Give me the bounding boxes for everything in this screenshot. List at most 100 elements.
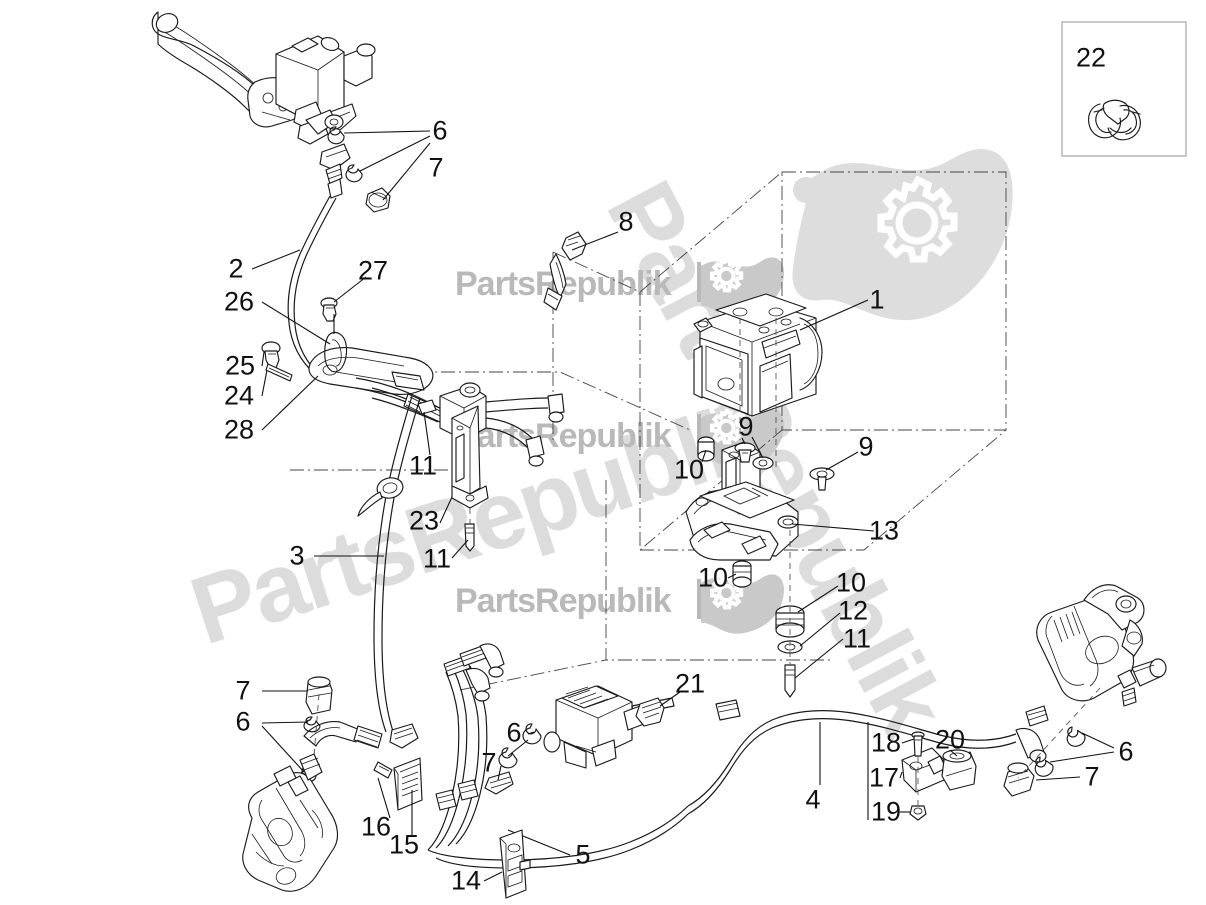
callout-cable-bracket: 17 bbox=[868, 762, 900, 793]
sealing-washer-6-right bbox=[1066, 726, 1086, 747]
callout-screw: 16 bbox=[360, 811, 392, 842]
callout-leader-13 bbox=[791, 523, 875, 532]
sealing-washer-6-rear2 bbox=[498, 747, 518, 769]
callout-leader-21 bbox=[659, 691, 681, 707]
callout-screw: 9 bbox=[738, 411, 754, 442]
callout-leaders-right bbox=[1035, 732, 1115, 781]
sealing-washer-6-rear bbox=[522, 723, 542, 745]
callout-bolt: 11 bbox=[842, 623, 872, 654]
sealing-washer-part-6-left bbox=[303, 716, 321, 733]
brake-pipe-assembly-5 bbox=[427, 643, 689, 869]
abs-mounting-bracket-13 bbox=[685, 441, 799, 561]
sealing-washer-6-right2 bbox=[1034, 756, 1054, 777]
callout-sealing-washer: 6 bbox=[1118, 736, 1134, 767]
bolt-11-lower bbox=[464, 523, 475, 552]
pipe-clamp-plate-14 bbox=[499, 829, 531, 899]
callout-screw: 9 bbox=[858, 431, 874, 462]
callout-washer: 12 bbox=[837, 595, 869, 626]
banjo-bolt-7-right bbox=[1003, 762, 1035, 797]
sealing-washer-part-6-top2 bbox=[345, 164, 363, 183]
gear-flag-icon bbox=[792, 149, 1013, 321]
bolt-11-stack bbox=[784, 664, 796, 698]
grommet-10-lower bbox=[732, 560, 752, 588]
callout-screw: 25 bbox=[224, 350, 256, 381]
gasket-ring-26 bbox=[324, 331, 348, 373]
screw-25 bbox=[261, 341, 281, 369]
callout-nut: 19 bbox=[870, 796, 902, 827]
screw-9-left bbox=[734, 442, 756, 463]
watermark-row: PartsRepublik bbox=[455, 408, 784, 469]
callout-leader-8 bbox=[571, 231, 619, 251]
callout-leaders-lower-left bbox=[261, 690, 309, 773]
callout-gasket-ring: 26 bbox=[223, 286, 255, 317]
callout-sealing-washer: 6 bbox=[506, 717, 522, 748]
sealing-washer-part-6-top bbox=[327, 126, 345, 145]
callout-leaders-stack bbox=[794, 585, 844, 679]
front-brake-master-cylinder bbox=[151, 11, 376, 145]
callout-spacer-bush: 20 bbox=[934, 724, 966, 755]
front-brake-line-lower-3 bbox=[314, 395, 421, 735]
callout-banjo-bolt: 7 bbox=[481, 747, 497, 778]
screw-9-right bbox=[809, 467, 835, 491]
callout-leaders-center bbox=[423, 411, 469, 559]
screw-9-left2 bbox=[752, 456, 774, 470]
screw-27 bbox=[320, 297, 338, 322]
callout-retaining-clip: 22 bbox=[1075, 42, 1107, 73]
callout-leader-1 bbox=[799, 299, 869, 331]
screw-16 bbox=[373, 761, 393, 779]
callout-bolt: 11 bbox=[408, 450, 438, 481]
pin-24 bbox=[265, 363, 293, 382]
callout-screw: 27 bbox=[357, 255, 389, 286]
cable-tie bbox=[357, 477, 404, 517]
callout-leader-14 bbox=[483, 871, 503, 882]
callout-abs-modulator-unit: 1 bbox=[869, 284, 885, 315]
callout-grommet: 10 bbox=[697, 562, 729, 593]
callout-banjo-bolt: 7 bbox=[428, 152, 444, 183]
rear-brake-pipe-4 bbox=[687, 699, 1049, 815]
screw-18 bbox=[911, 731, 925, 757]
callout-leader-10 bbox=[701, 449, 707, 463]
rear-brake-master-cylinder bbox=[543, 685, 675, 769]
callout-connector-bracket: 8 bbox=[618, 206, 634, 237]
cable-bracket-17 bbox=[901, 747, 947, 793]
banjo-bolt-part-7-top bbox=[365, 187, 391, 213]
retaining-clip-22-drawing bbox=[1087, 99, 1141, 141]
front-brake-caliper bbox=[242, 753, 339, 892]
callout-hose-guide-bracket: 28 bbox=[223, 414, 255, 445]
callout-grommet: 10 bbox=[835, 567, 867, 598]
callout-banjo-bolt: 7 bbox=[1084, 761, 1100, 792]
pipe-guide-clip-15 bbox=[393, 757, 423, 811]
callout-sealing-washer: 6 bbox=[235, 706, 251, 737]
callout-bracket-plate: 23 bbox=[408, 505, 440, 536]
hose-guide-bracket-28 bbox=[308, 347, 434, 395]
callout-abs-mounting-bracket: 13 bbox=[868, 515, 900, 546]
watermark-text: PartsRepublik bbox=[455, 582, 672, 620]
callout-front-brake-hose: 2 bbox=[228, 253, 244, 284]
alignment-dash bbox=[1017, 687, 1101, 779]
connector-bracket-8 bbox=[543, 231, 587, 311]
front-brake-hose-2 bbox=[251, 195, 337, 383]
watermark-text: PartsRepublik bbox=[455, 417, 672, 455]
abs-modulator-unit-1 bbox=[693, 293, 823, 417]
callout-leaders-9 bbox=[741, 436, 859, 471]
spacer-bush-20 bbox=[941, 749, 977, 791]
callout-pipe-clip: 21 bbox=[674, 668, 706, 699]
callout-leaders-17-20 bbox=[899, 738, 958, 813]
front-hose-banjo-fitting bbox=[319, 143, 351, 199]
callout-leaders-15-16 bbox=[377, 777, 413, 836]
callout-sealing-washer: 6 bbox=[432, 115, 448, 146]
inset-box-22 bbox=[1061, 21, 1187, 157]
callout-grommet: 10 bbox=[673, 454, 705, 485]
callout-front-brake-line-lower: 3 bbox=[289, 540, 305, 571]
bracket-plate-23 bbox=[451, 405, 489, 509]
callout-leaders-left bbox=[261, 276, 367, 431]
callout-bolt: 11 bbox=[422, 543, 452, 574]
callout-leaders-rear-mc bbox=[497, 731, 535, 781]
callout-leader-10b bbox=[727, 573, 737, 579]
pipe-clip-21 bbox=[635, 697, 665, 727]
callout-pin: 24 bbox=[223, 380, 255, 411]
callout-pipe-clamp-plate: 14 bbox=[450, 865, 482, 896]
callout-banjo-bolt: 7 bbox=[235, 675, 251, 706]
